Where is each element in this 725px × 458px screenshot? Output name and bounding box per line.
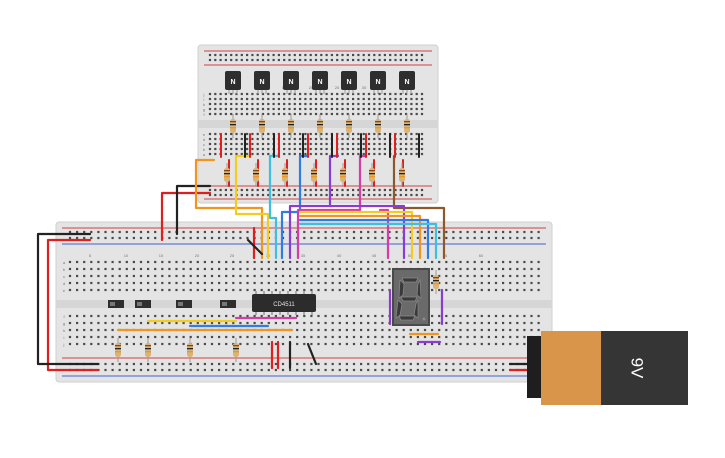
resistor[interactable] xyxy=(375,114,381,138)
wire-gnd-4 xyxy=(306,342,318,366)
wire-chip-black xyxy=(246,238,264,256)
column-number: 30 xyxy=(362,85,367,90)
row-letter: f xyxy=(63,314,65,319)
resistor[interactable] xyxy=(404,114,410,138)
wire-display-cyan xyxy=(298,222,438,260)
resistor[interactable] xyxy=(317,114,323,138)
npn-transistor[interactable]: N xyxy=(312,71,328,94)
column-number: 15 xyxy=(159,253,164,258)
slide-switch[interactable] xyxy=(135,300,151,308)
transistor-label: N xyxy=(346,79,351,86)
battery-label: 9V xyxy=(628,358,647,379)
resistor[interactable] xyxy=(230,114,236,138)
column-number: 20 xyxy=(195,253,200,258)
resistor[interactable] xyxy=(311,163,317,187)
slide-switch[interactable] xyxy=(108,300,124,308)
transistor-label: N xyxy=(375,79,380,86)
wire-orange xyxy=(194,158,264,260)
wire-display-blue xyxy=(298,218,430,260)
resistor[interactable] xyxy=(340,163,346,187)
column-number: 10 xyxy=(124,253,129,258)
wire-red-power xyxy=(46,238,100,372)
wire-brown xyxy=(392,154,446,260)
row-letter: i xyxy=(204,97,205,102)
column-number: 25 xyxy=(230,253,235,258)
column-number: 60 xyxy=(479,253,484,258)
row-letter: a xyxy=(63,260,66,265)
row-letter: d xyxy=(203,137,205,142)
transistor-label: N xyxy=(259,79,264,86)
row-letter: g xyxy=(203,107,205,112)
column-number: 25 xyxy=(335,85,340,90)
resistor[interactable] xyxy=(253,163,259,187)
column-number: 20 xyxy=(309,85,314,90)
column-number: 45 xyxy=(372,253,377,258)
npn-transistor[interactable]: N xyxy=(370,71,386,94)
row-letter: c xyxy=(63,274,65,279)
row-letter: i xyxy=(64,335,65,340)
wires[interactable] xyxy=(36,154,532,372)
resistor[interactable] xyxy=(346,114,352,138)
npn-transistor[interactable]: N xyxy=(225,71,241,94)
switch-row[interactable] xyxy=(108,300,236,308)
seven-segment-display[interactable] xyxy=(392,268,430,326)
resistor[interactable] xyxy=(145,338,151,362)
transistor-label: N xyxy=(317,79,322,86)
wire-black-ground xyxy=(36,232,100,366)
resistor[interactable] xyxy=(233,338,239,362)
resistor-group[interactable] xyxy=(115,114,439,362)
wire-cyan xyxy=(268,154,280,260)
battery-9v[interactable]: 9V xyxy=(527,331,688,405)
transistor-label: N xyxy=(404,79,409,86)
wire-yellow xyxy=(234,154,270,260)
transistor-label: N xyxy=(230,79,235,86)
row-letter: g xyxy=(63,321,65,326)
slide-switch[interactable] xyxy=(176,300,192,308)
npn-transistor[interactable]: N xyxy=(254,71,270,94)
resistor[interactable] xyxy=(433,270,439,294)
row-letter: j xyxy=(63,342,65,347)
resistor[interactable] xyxy=(399,163,405,187)
wire-display-orange xyxy=(298,214,422,260)
column-number: 55 xyxy=(443,253,448,258)
npn-transistor[interactable]: N xyxy=(399,71,415,94)
wire-display-yellow xyxy=(298,210,414,260)
row-letter: d xyxy=(63,281,65,286)
resistor[interactable] xyxy=(187,338,193,362)
chip-label: CD4511 xyxy=(273,302,295,308)
resistor[interactable] xyxy=(259,114,265,138)
row-letter: j xyxy=(203,92,205,97)
wire-display-purple xyxy=(328,204,406,260)
column-number: 35 xyxy=(301,253,306,258)
npn-transistor[interactable]: N xyxy=(283,71,299,94)
slide-switch[interactable] xyxy=(220,300,236,308)
row-letter: e xyxy=(63,288,66,293)
column-number: 40 xyxy=(337,253,342,258)
row-letter: f xyxy=(203,112,205,117)
column-number: 50 xyxy=(408,253,413,258)
resistor[interactable] xyxy=(369,163,375,187)
resistor[interactable] xyxy=(115,338,121,362)
row-letter: h xyxy=(63,328,65,333)
wire-red-feed xyxy=(160,191,212,242)
transistor-label: N xyxy=(288,79,293,86)
row-letter: h xyxy=(203,102,205,107)
row-letter: b xyxy=(203,147,206,152)
wire-black-feed xyxy=(175,184,212,236)
row-letter: e xyxy=(203,132,206,137)
resistor[interactable] xyxy=(282,163,288,187)
row-letter: b xyxy=(63,267,66,272)
resistor[interactable] xyxy=(224,163,230,187)
resistor[interactable] xyxy=(288,114,294,138)
npn-transistor[interactable]: N xyxy=(341,71,357,94)
column-number: 5 xyxy=(89,253,92,258)
cd4511-chip[interactable]: CD4511 xyxy=(252,291,316,315)
row-letter: a xyxy=(203,152,206,157)
row-letter: c xyxy=(203,142,205,147)
wire-display-magenta xyxy=(378,208,390,260)
